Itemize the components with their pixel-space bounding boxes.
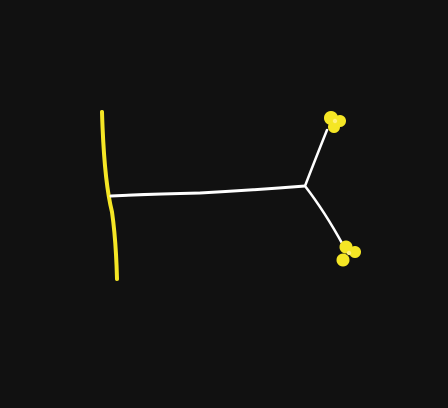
- white-horizontal-branch: [109, 184, 307, 198]
- yellow-upper-tip-blob: [324, 111, 346, 133]
- yellow-lower-tip-blob: [336, 240, 361, 267]
- white-lower-fork: [303, 184, 345, 247]
- white-upper-fork: [303, 128, 329, 188]
- yellow-vertical-line: [100, 110, 119, 281]
